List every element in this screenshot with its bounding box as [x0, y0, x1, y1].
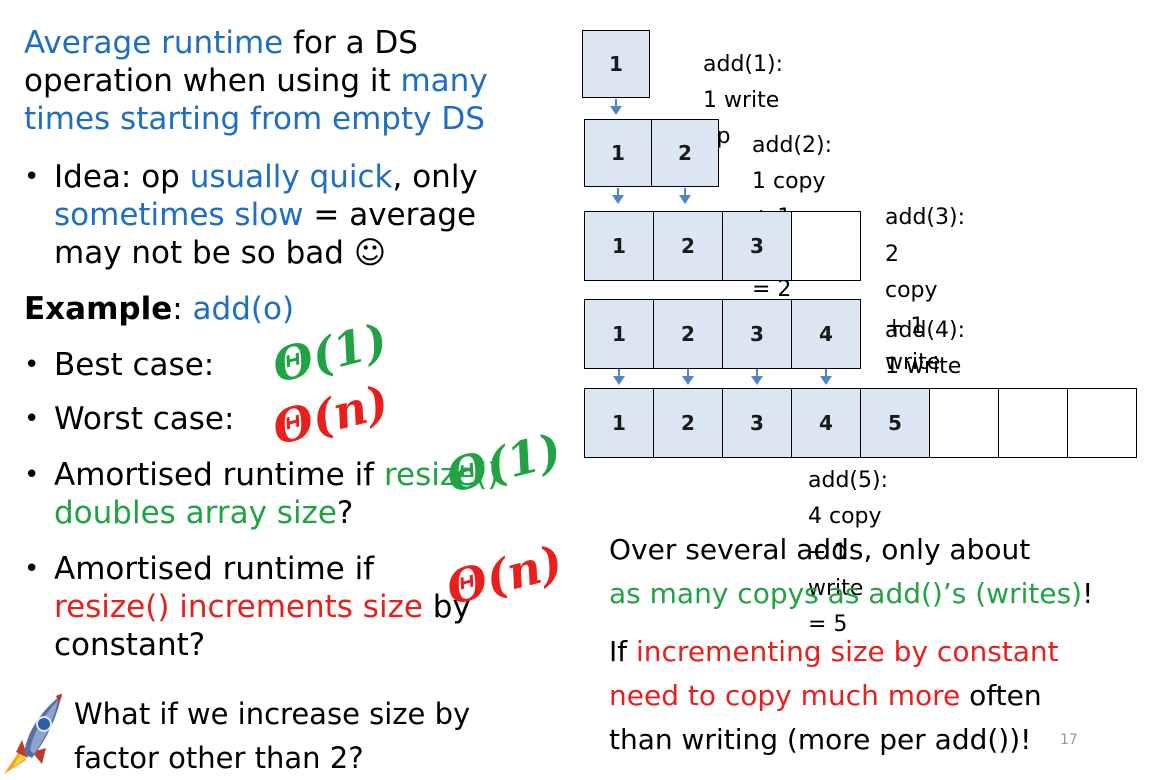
array5-cell — [1067, 388, 1137, 458]
amortised-double-pre: Amortised runtime if — [54, 457, 384, 493]
note-copies: Over several adds, only about as many co… — [609, 528, 1139, 616]
amortised-increment-post: by constant? — [54, 589, 471, 663]
bullet-dot: • — [24, 554, 40, 584]
array5-desc: add(5): 4 copy + 1 write = 5 — [808, 468, 888, 637]
array2-cell: 2 — [651, 119, 719, 187]
amortised-double-post: ? — [336, 495, 354, 531]
idea-text: Idea: op usually quick, only sometimes s… — [54, 158, 524, 272]
best-case-label: Best case: — [54, 347, 215, 383]
rocket-icon — [2, 688, 72, 776]
example-label: Example — [24, 291, 173, 327]
heading-middle: for a DS operation when using it — [24, 25, 418, 99]
worst-case-bullet: • Worst case: — [24, 400, 234, 438]
array5-cell: 1 — [584, 388, 654, 458]
note-incrementing-pre: If — [609, 635, 637, 668]
amortised-increment-colored: resize() increments size — [54, 589, 423, 625]
amortised-increment-text: Amortised runtime if resize() increments… — [54, 550, 474, 664]
idea-bullet: • Idea: op usually quick, only sometimes… — [24, 158, 524, 272]
array2-cell: 1 — [584, 119, 652, 187]
amortised-double-theta: Θ(1) — [441, 422, 567, 504]
array4-cell: 2 — [653, 299, 723, 369]
idea-post: = average may not be so bad — [54, 197, 477, 271]
question-text: What if we increase size by factor other… — [74, 697, 471, 775]
bullet-dot: • — [24, 350, 40, 380]
slide-heading: Average runtime for a DS operation when … — [24, 24, 544, 138]
bullet-dot: • — [24, 460, 40, 490]
idea-slow: sometimes slow — [54, 197, 304, 233]
array1-cell: 1 — [582, 30, 650, 98]
amortised-double-colored: resize() doubles array size — [54, 457, 500, 531]
heading-many-times: many times starting from empty DS — [24, 63, 488, 137]
amortised-increment-bullet: • Amortised runtime if resize() incremen… — [24, 550, 474, 664]
idea-mid: , only — [392, 159, 478, 195]
note-incrementing-red: incrementing size by constant need to co… — [609, 635, 1059, 712]
idea-quick: usually quick — [189, 159, 393, 195]
heading-average-runtime: Average runtime — [24, 25, 284, 61]
bullet-dot: • — [24, 162, 40, 192]
array5-cell — [929, 388, 999, 458]
amortised-double-bullet: • Amortised runtime if resize() doubles … — [24, 456, 504, 532]
example-colon: : — [172, 291, 193, 327]
smiley-icon: ☺ — [353, 235, 387, 271]
worst-case-label: Worst case: — [54, 401, 235, 437]
note-copies-green: as many copys as add()’s (writes) — [609, 577, 1083, 610]
array3-cell — [791, 211, 861, 281]
array4-cell: 4 — [791, 299, 861, 369]
array4-cell: 3 — [722, 299, 792, 369]
note-incrementing-post: often than writing (more per add())! — [609, 679, 1042, 756]
array5-cell — [998, 388, 1068, 458]
page-number: 17 — [1060, 732, 1078, 748]
bullet-dot: • — [24, 404, 40, 434]
array3-desc-line1: add(3): — [885, 205, 965, 230]
amortised-double-text: Amortised runtime if resize() doubles ar… — [54, 456, 504, 532]
example-op: add(o) — [192, 291, 295, 327]
example-heading: Example: add(o) — [24, 290, 294, 328]
idea-pre: Idea: op — [54, 159, 190, 195]
array5-cell: 5 — [860, 388, 930, 458]
note-copies-end: ! — [1082, 577, 1094, 610]
array5-cell: 3 — [722, 388, 792, 458]
best-case-bullet: • Best case: — [24, 346, 214, 384]
array3-cell: 3 — [722, 211, 792, 281]
array5-cell: 4 — [791, 388, 861, 458]
array3-cell: 2 — [653, 211, 723, 281]
array3-cell: 1 — [584, 211, 654, 281]
amortised-increment-pre: Amortised runtime if — [54, 551, 375, 587]
note-copies-line1: Over several adds, only about — [609, 533, 1031, 566]
array5-cell: 2 — [653, 388, 723, 458]
array4-cell: 1 — [584, 299, 654, 369]
array1-desc: add(1): 1 write op — [703, 52, 783, 149]
array4-desc: add(4): 1 write — [885, 318, 965, 379]
note-incrementing: If incrementing size by constant need to… — [609, 630, 1099, 762]
